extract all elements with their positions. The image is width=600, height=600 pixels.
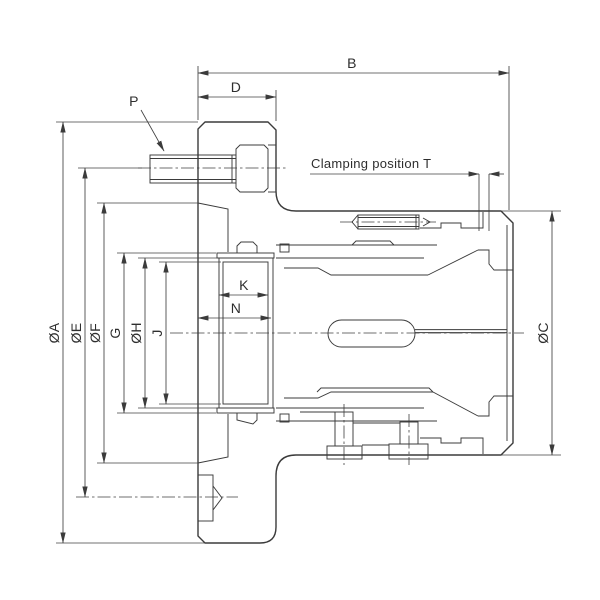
dimension-j [159, 261, 221, 405]
dimension-f [97, 202, 198, 464]
bolt-head [235, 144, 269, 193]
stud2-head [388, 443, 429, 460]
dim-label-dia-h: ØH [128, 322, 144, 344]
key-strip-bottom [316, 387, 434, 393]
dimension-d [197, 90, 277, 121]
oring-top [279, 243, 290, 253]
bore-step-top [284, 267, 428, 276]
bore-step-bottom [284, 391, 433, 399]
set-screw-cone-point [351, 214, 359, 230]
set-screw-body [357, 214, 420, 230]
dim-label-k: K [239, 277, 249, 293]
dimension-c [493, 210, 561, 456]
nose-step-bottom [420, 437, 484, 454]
dimension-labels: B D P Clamping position T ØA ØE ØF G ØH … [46, 55, 551, 344]
dim-label-dia-c: ØC [535, 322, 551, 344]
dim-label-n: N [231, 300, 241, 316]
flange-seat-top [197, 202, 229, 252]
dimension-g [117, 252, 216, 414]
dim-label-clamping-position-t: Clamping position T [311, 156, 431, 171]
dim-label-j: J [149, 329, 165, 336]
locating-pin-point [212, 485, 223, 511]
dim-label-b: B [347, 55, 357, 71]
bolt-shank [149, 154, 237, 184]
pocket-key-top [236, 241, 258, 253]
part-internal-edges [149, 144, 513, 522]
dimension-e [78, 167, 142, 498]
dim-label-d: D [231, 79, 241, 95]
oring-bottom [279, 413, 290, 423]
chuck-body-silhouette [197, 121, 514, 544]
callout-p-leader [140, 109, 165, 152]
dim-label-dia-e: ØE [68, 323, 84, 344]
nose-ring-inner-top [478, 249, 513, 271]
collet-taper-bottom [432, 391, 479, 417]
dimension-a [56, 121, 205, 544]
nose-ring-inner-bottom [478, 395, 513, 417]
part-outline [197, 121, 514, 544]
stud1-head [326, 445, 363, 460]
pocket-cap-top [216, 252, 275, 259]
key-strip-top [351, 240, 395, 246]
pocket-outer [218, 257, 274, 409]
pocket-cap-bottom [216, 407, 275, 414]
pocket-key-bottom [236, 413, 258, 425]
dim-label-p: P [129, 93, 139, 109]
dimension-lines [56, 66, 561, 544]
elongated-slot [327, 319, 416, 348]
dim-label-dia-f: ØF [87, 323, 103, 343]
dimension-b [197, 66, 510, 210]
collet-taper-top [427, 249, 479, 276]
dimension-h [138, 257, 218, 409]
flange-seat-bottom [197, 414, 229, 464]
locating-pin [197, 474, 214, 522]
pocket-inner [222, 261, 269, 405]
nose-step-top [420, 212, 484, 229]
drill-point [422, 217, 431, 227]
dimension-t [310, 171, 504, 231]
dim-label-dia-a: ØA [46, 322, 62, 343]
centerlines [76, 167, 524, 498]
dim-label-g: G [107, 327, 123, 338]
